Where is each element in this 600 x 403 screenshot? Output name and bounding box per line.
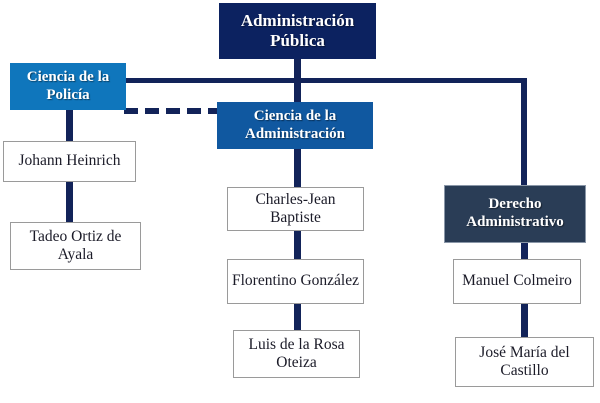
node-label: Administración Pública	[240, 10, 355, 50]
node-label: Tadeo Ortiz de Ayala	[29, 227, 122, 263]
connector-dashed-policia-administracion	[124, 108, 220, 114]
connector-trunk-to-derecho	[521, 78, 527, 186]
node-ciencia-de-la-policia[interactable]: Ciencia de la Policía	[10, 63, 126, 110]
node-charles-jean-baptiste[interactable]: Charles-Jean Baptiste	[227, 187, 364, 231]
node-label: Manuel Colmeiro	[462, 272, 572, 290]
connector-derecho-to-manuel	[521, 242, 528, 260]
node-administracion-publica[interactable]: Administración Pública	[219, 3, 376, 59]
connector-administracion-to-charles	[294, 148, 301, 188]
connector-charles-to-florentino	[294, 230, 301, 260]
node-derecho-administrativo[interactable]: Derecho Administrativo	[444, 185, 586, 243]
node-luis-de-la-rosa-oteiza[interactable]: Luis de la Rosa Oteiza	[233, 330, 360, 378]
node-label: Ciencia de la Policía	[26, 68, 110, 103]
node-ciencia-de-la-administracion[interactable]: Ciencia de la Administración	[217, 102, 373, 149]
node-manuel-colmeiro[interactable]: Manuel Colmeiro	[453, 259, 581, 304]
node-label: Derecho Administrativo	[466, 196, 564, 230]
connector-main-trunk	[92, 78, 526, 83]
node-label: Florentino González	[232, 272, 359, 290]
node-jose-maria-del-castillo[interactable]: José María del Castillo	[455, 337, 594, 387]
node-label: José María del Castillo	[479, 343, 570, 379]
node-label: Ciencia de la Administración	[244, 107, 345, 142]
connector-policia-to-johann	[66, 110, 73, 142]
node-tadeo-ortiz-de-ayala[interactable]: Tadeo Ortiz de Ayala	[10, 222, 141, 270]
node-label: Charles-Jean Baptiste	[255, 190, 336, 226]
connector-johann-to-tadeo	[66, 181, 73, 223]
connector-florentino-to-luis	[294, 303, 301, 331]
node-johann-heinrich[interactable]: Johann Heinrich	[3, 141, 136, 182]
connector-middle-spine	[294, 82, 301, 104]
connector-manuel-to-jose	[521, 303, 528, 338]
node-florentino-gonzalez[interactable]: Florentino González	[227, 259, 364, 304]
node-label: Luis de la Rosa Oteiza	[248, 335, 345, 371]
connector-root-stem	[294, 58, 301, 82]
node-label: Johann Heinrich	[18, 152, 121, 170]
